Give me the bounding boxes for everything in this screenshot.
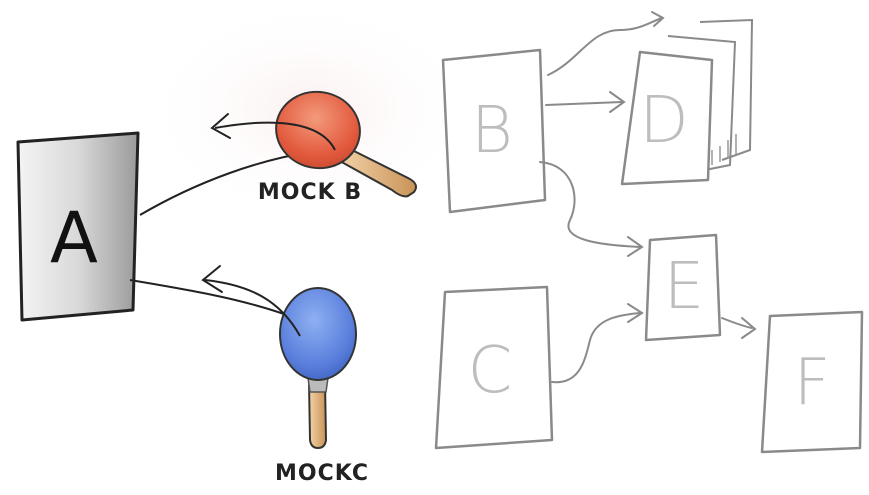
edge-c-to-e-arrowhead [627, 303, 644, 323]
edge-b-to-d-top-arrowhead [651, 11, 665, 27]
ghost-edges [539, 11, 757, 384]
mock-c-paddle: MOCKC [201, 265, 369, 486]
node-d-stack: D [620, 18, 754, 186]
node-a: A [16, 131, 140, 322]
node-c-label: C [468, 334, 513, 408]
node-a-box [16, 131, 140, 322]
node-f-box [760, 310, 864, 454]
mock-b-handle [336, 146, 417, 198]
node-c: C [434, 285, 554, 450]
node-f-label: F [794, 346, 831, 420]
node-d-label: D [639, 84, 688, 158]
mock-b-paddle: MOCK B [210, 90, 417, 205]
edge-c-to-e [551, 312, 641, 384]
mock-c-return-arrow [204, 279, 301, 337]
edge-b-to-d-top [547, 17, 663, 76]
node-e-box [644, 233, 722, 342]
edge-b-to-e-arrowhead [627, 236, 644, 257]
node-d-back-card-2 [699, 18, 754, 161]
mock-c-label: MOCKC [275, 461, 369, 486]
edge-e-to-f-arrowhead [741, 317, 757, 339]
mock-c-handle [307, 381, 328, 450]
node-d-box [620, 50, 714, 186]
mock-b-label: MOCK B [258, 180, 362, 205]
node-e-label: E [664, 250, 704, 324]
mock-c-head [279, 287, 357, 381]
node-a-label: A [50, 197, 98, 279]
node-b-label: B [471, 94, 513, 168]
edge-b-to-d-arrowhead [609, 91, 626, 113]
node-f: F [760, 310, 864, 454]
node-b-box [441, 48, 547, 214]
edge-a-to-mock-c [129, 279, 301, 321]
node-b: B [441, 48, 547, 214]
node-c-box [434, 285, 554, 450]
mock-b-arrowhead [210, 113, 231, 139]
node-d-back-card-1 [667, 35, 737, 171]
node-d-stack-marks [711, 134, 737, 165]
node-e: E [644, 233, 722, 342]
edge-b-to-e [539, 161, 641, 248]
mock-b-return-arrow [214, 121, 336, 151]
edge-e-to-f [721, 317, 753, 329]
edge-b-to-d [545, 101, 623, 106]
mock-c-arrowhead [201, 265, 223, 293]
